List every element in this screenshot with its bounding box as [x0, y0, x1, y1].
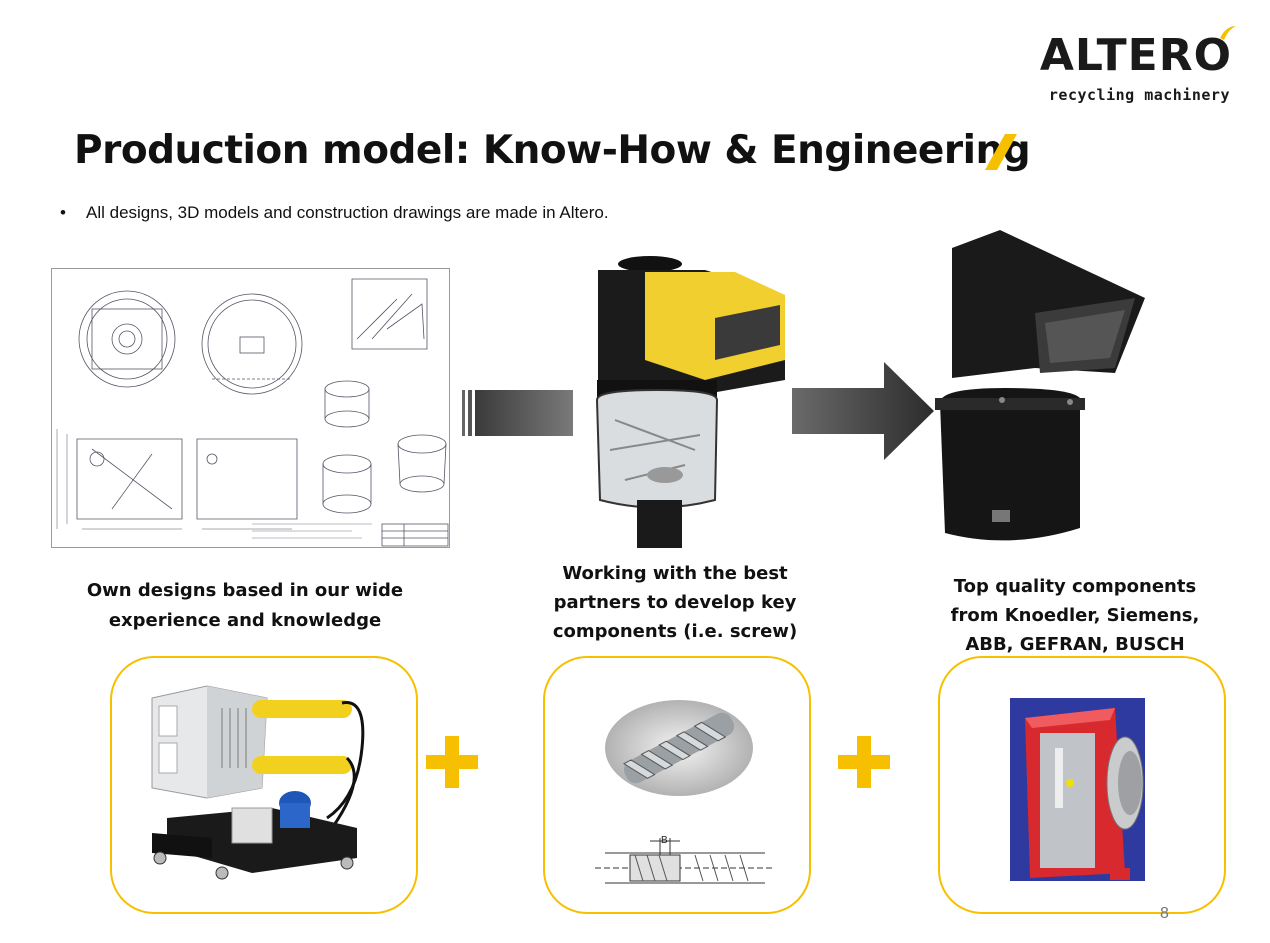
caption-line: from Knoedler, Siemens,	[950, 605, 1200, 626]
caption-line: experience and knowledge	[108, 610, 382, 631]
bullet-item: • All designs, 3D models and construction…	[60, 203, 609, 223]
yellow-hopper-image	[595, 256, 785, 548]
altero-logo: ALTERO recycling machinery	[1032, 26, 1236, 108]
caption-line: Working with the best	[562, 563, 788, 584]
caption-line: ABB, GEFRAN, BUSCH	[965, 634, 1185, 655]
screw-image	[605, 700, 753, 796]
extruder-machine-image	[151, 685, 365, 880]
screw-section-drawing	[595, 838, 775, 884]
caption-line: Own designs based in our wide	[86, 580, 404, 601]
black-hopper-image	[935, 230, 1145, 541]
logo-wordmark: ALTERO	[1039, 30, 1232, 81]
plus-icon	[426, 736, 478, 788]
caption-components: Top quality components from Knoedler, Si…	[925, 572, 1225, 659]
construction-drawing-image	[51, 268, 450, 548]
flow-arrow-right	[792, 362, 934, 460]
card-extruder-machine	[110, 656, 418, 914]
flow-arrow-left	[462, 390, 573, 436]
bullet-dot: •	[60, 203, 66, 222]
caption-line: components (i.e. screw)	[552, 621, 798, 642]
card-gearbox-component	[938, 656, 1226, 914]
gearbox-image	[1010, 698, 1145, 881]
page-number: 8	[1160, 905, 1169, 922]
caption-line: partners to develop key	[553, 592, 797, 613]
title-slash-accent	[985, 134, 1017, 170]
caption-own-designs: Own designs based in our wide experience…	[65, 576, 425, 636]
header-stripes-decoration	[0, 0, 785, 89]
bullet-text: All designs, 3D models and construction …	[86, 203, 609, 222]
plus-icon	[838, 736, 890, 788]
slide-title: Production model: Know-How & Engineering	[74, 128, 1031, 173]
screw-drawing-label: B	[661, 835, 668, 846]
logo-accent-mark	[1220, 26, 1236, 40]
logo-subtitle: recycling machinery	[1048, 86, 1230, 104]
card-screw-component: B	[543, 656, 811, 914]
caption-line: Top quality components	[953, 576, 1197, 597]
caption-partners: Working with the best partners to develo…	[515, 559, 835, 646]
